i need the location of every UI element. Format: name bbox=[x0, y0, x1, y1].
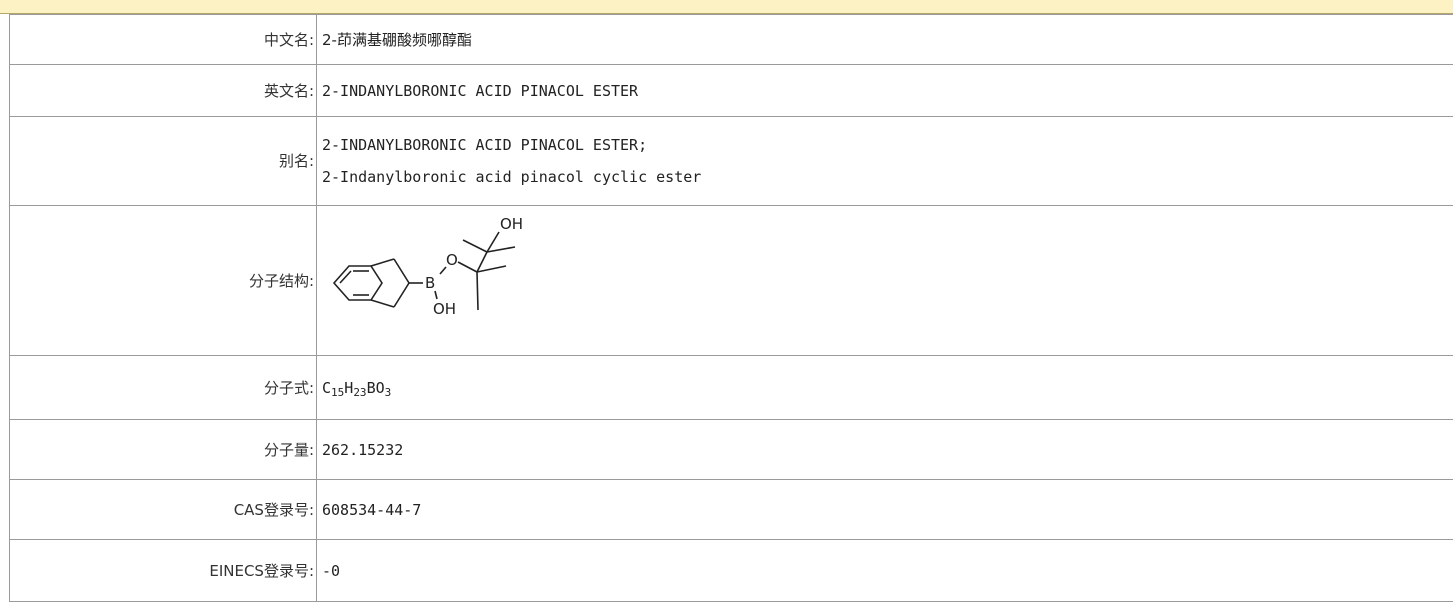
row-chinese-name: 中文名: 2-茚满基硼酸频哪醇酯 bbox=[9, 14, 1453, 65]
alias-line-1: 2-INDANYLBORONIC ACID PINACOL ESTER; bbox=[322, 136, 648, 154]
row-english-name: 英文名: 2-INDANYLBORONIC ACID PINACOL ESTER bbox=[9, 64, 1453, 117]
alias-line-2: 2-Indanylboronic acid pinacol cyclic est… bbox=[322, 168, 702, 186]
row-alias: 别名: 2-INDANYLBORONIC ACID PINACOL ESTER;… bbox=[9, 116, 1453, 206]
alias-label: 别名: bbox=[9, 116, 317, 206]
row-cas: CAS登录号: 608534-44-7 bbox=[9, 479, 1453, 540]
molecular-weight-value: 262.15232 bbox=[316, 419, 1453, 480]
atom-b: B bbox=[425, 274, 435, 292]
properties-table: 中文名: 2-茚满基硼酸频哪醇酯 英文名: 2-INDANYLBORONIC A… bbox=[9, 14, 1453, 602]
structure-cell: OH O B OH bbox=[316, 205, 1453, 356]
cas-value: 608534-44-7 bbox=[316, 479, 1453, 540]
formula-h-count: 23 bbox=[353, 385, 367, 399]
formula-value: C15H23BO3 bbox=[316, 355, 1453, 420]
formula-h: H bbox=[344, 378, 354, 397]
english-name-label: 英文名: bbox=[9, 64, 317, 117]
formula-bo: BO bbox=[366, 378, 385, 397]
atom-o: O bbox=[446, 251, 458, 269]
structure-label: 分子结构: bbox=[9, 205, 317, 356]
formula-c: C bbox=[322, 378, 332, 397]
formula-o-count: 3 bbox=[384, 385, 392, 399]
alias-value: 2-INDANYLBORONIC ACID PINACOL ESTER; 2-I… bbox=[316, 116, 1453, 206]
row-formula: 分子式: C15H23BO3 bbox=[9, 355, 1453, 420]
molecular-weight-label: 分子量: bbox=[9, 419, 317, 480]
formula-label: 分子式: bbox=[9, 355, 317, 420]
row-molecular-weight: 分子量: 262.15232 bbox=[9, 419, 1453, 480]
formula-c-count: 15 bbox=[331, 385, 345, 399]
einecs-label: EINECS登录号: bbox=[9, 539, 317, 602]
atom-oh-bottom: OH bbox=[433, 300, 456, 318]
chinese-name-label: 中文名: bbox=[9, 14, 317, 65]
einecs-value: -0 bbox=[316, 539, 1453, 602]
row-einecs: EINECS登录号: -0 bbox=[9, 539, 1453, 602]
chinese-name-value: 2-茚满基硼酸频哪醇酯 bbox=[316, 14, 1453, 65]
benzene-ring bbox=[332, 264, 383, 301]
row-structure: 分子结构: bbox=[9, 205, 1453, 356]
atom-oh-top: OH bbox=[500, 215, 523, 233]
cas-label: CAS登录号: bbox=[9, 479, 317, 540]
english-name-value: 2-INDANYLBORONIC ACID PINACOL ESTER bbox=[316, 64, 1453, 117]
header-bar bbox=[0, 0, 1453, 14]
molecular-structure-image: OH O B OH bbox=[332, 215, 523, 318]
